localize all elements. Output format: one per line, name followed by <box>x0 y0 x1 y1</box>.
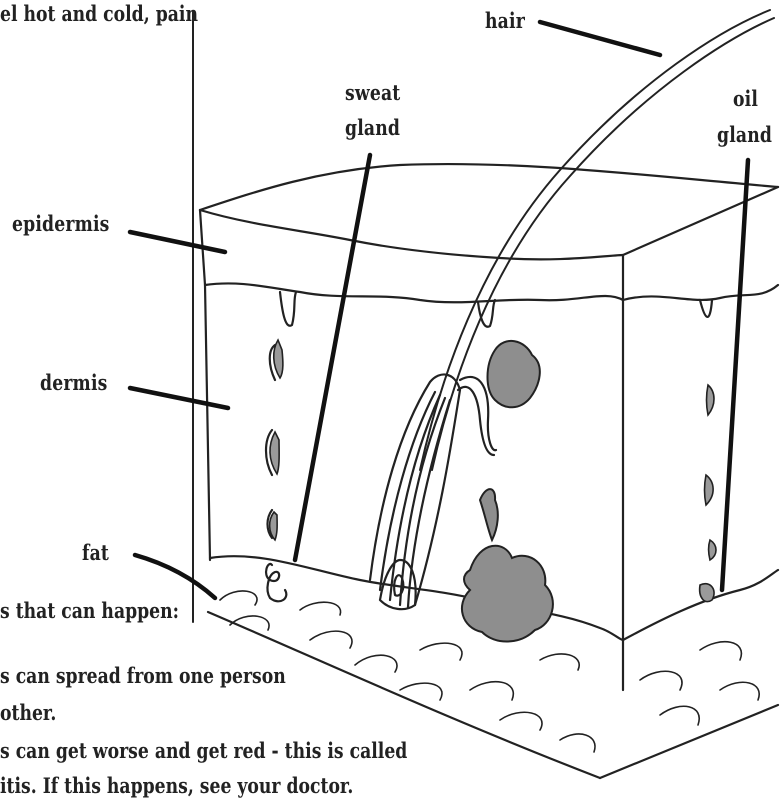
epidermis-boundary-right <box>623 285 778 300</box>
sweat-gland-label-line1: sweat <box>345 82 400 103</box>
block-top-face <box>200 164 778 210</box>
sweat-gland-leader-line <box>295 155 370 560</box>
epidermis-rete-right <box>700 300 712 317</box>
bottom-line-1: s can spread from one person <box>0 665 286 686</box>
block-right-bottom <box>600 705 778 778</box>
epidermis-boundary-front <box>205 283 623 302</box>
sweat-gland-duct <box>266 564 286 601</box>
oil-gland-label-line2: gland <box>717 124 772 145</box>
bottom-line-3: s can get worse and get red - this is ca… <box>0 740 407 761</box>
top-text-fragment: el hot and cold, pain <box>0 3 198 24</box>
bottom-heading: s that can happen: <box>0 600 179 621</box>
hair-leader-line <box>540 22 660 55</box>
fat-leader-line <box>135 555 215 598</box>
oil-gland-leader-line <box>722 160 748 590</box>
bottom-line-2: other. <box>0 702 56 723</box>
epidermis-label: epidermis <box>12 213 110 234</box>
oil-gland-shape <box>462 341 553 642</box>
block-top-right-edge <box>623 187 778 255</box>
dermis-label: dermis <box>40 372 108 393</box>
hair-label: hair <box>485 10 525 31</box>
epidermis-leader-line <box>130 232 225 252</box>
sweat-gland-label-line2: gland <box>345 117 400 138</box>
oil-gland-label-line1: oil <box>733 88 758 109</box>
hair-shaft <box>420 10 770 470</box>
epidermis-top-front <box>200 210 623 259</box>
block-front-left <box>200 210 210 560</box>
dermis-leader-line <box>130 388 228 408</box>
fat-boundary-right <box>623 570 778 640</box>
fat-label: fat <box>82 542 109 563</box>
